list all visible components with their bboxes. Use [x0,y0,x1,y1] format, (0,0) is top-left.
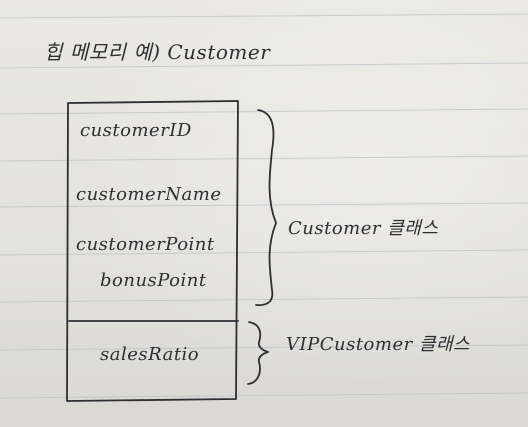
field-customer-point: customerPoint [76,234,215,255]
field-customer-id: customerID [80,120,192,141]
field-bonus-point: bonusPoint [100,270,207,291]
customer-class-brace [255,109,277,306]
field-sales-ratio: salesRatio [100,344,200,365]
object-box-outline [66,100,239,402]
vip-customer-class-label: VIPCustomer 클래스 [286,334,471,355]
customer-class-label: Customer 클래스 [288,218,439,239]
page-title: 힙 메모리 예) Customer [44,40,271,64]
vip-class-brace [247,321,269,385]
field-customer-name: customerName [76,184,222,205]
